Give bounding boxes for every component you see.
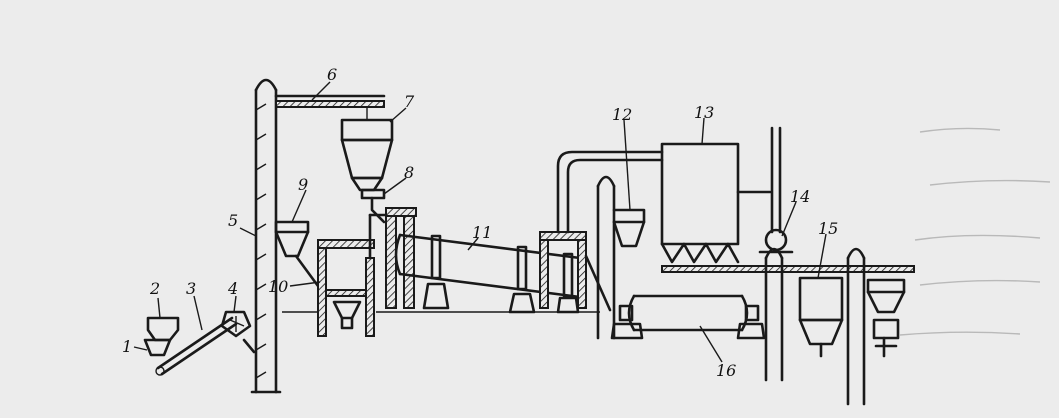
- elevator-right: [764, 247, 784, 382]
- feeder-8: [360, 188, 386, 224]
- belt-conveyor-lower: [661, 265, 915, 273]
- label-14: 14: [790, 187, 810, 206]
- cyclone-12: [596, 175, 646, 340]
- bag-filter-13: [660, 142, 772, 264]
- bleed-through-marks: [899, 127, 1051, 336]
- label-3: 3: [186, 279, 196, 298]
- belt-conveyor-6: [274, 94, 386, 108]
- conveyor-3: [155, 316, 238, 376]
- crusher-4: [220, 310, 256, 354]
- leader-lines: [133, 81, 827, 363]
- label-1: 1: [122, 337, 132, 356]
- hopper-7: [340, 107, 394, 192]
- silo-15: [798, 276, 844, 358]
- label-8: 8: [404, 163, 414, 182]
- elevator-packer: [846, 247, 906, 406]
- label-15: 15: [818, 219, 838, 238]
- feeder-1: [143, 338, 172, 357]
- label-5: 5: [228, 211, 238, 230]
- label-10: 10: [268, 277, 288, 296]
- hopper-2: [146, 316, 180, 342]
- hopper-9: [274, 220, 320, 288]
- label-2: 2: [149, 279, 160, 298]
- label-9: 9: [298, 175, 308, 194]
- elevator-5: [250, 78, 282, 394]
- label-6: 6: [327, 65, 337, 84]
- ball-mill-16: [610, 294, 766, 340]
- exhaust-fan-14: [758, 126, 794, 254]
- part-labels: 1 2 3 4 5 6 7 8 9 10 11 12 13 14 15 16: [122, 65, 838, 380]
- gas-duct: [556, 150, 664, 234]
- label-13: 13: [694, 103, 714, 122]
- dust-chamber-10: [317, 207, 417, 337]
- label-11: 11: [472, 223, 492, 242]
- label-12: 12: [612, 105, 632, 124]
- rotary-kiln-11: [394, 233, 582, 314]
- label-4: 4: [227, 279, 238, 298]
- label-7: 7: [404, 92, 415, 111]
- label-16: 16: [716, 361, 736, 380]
